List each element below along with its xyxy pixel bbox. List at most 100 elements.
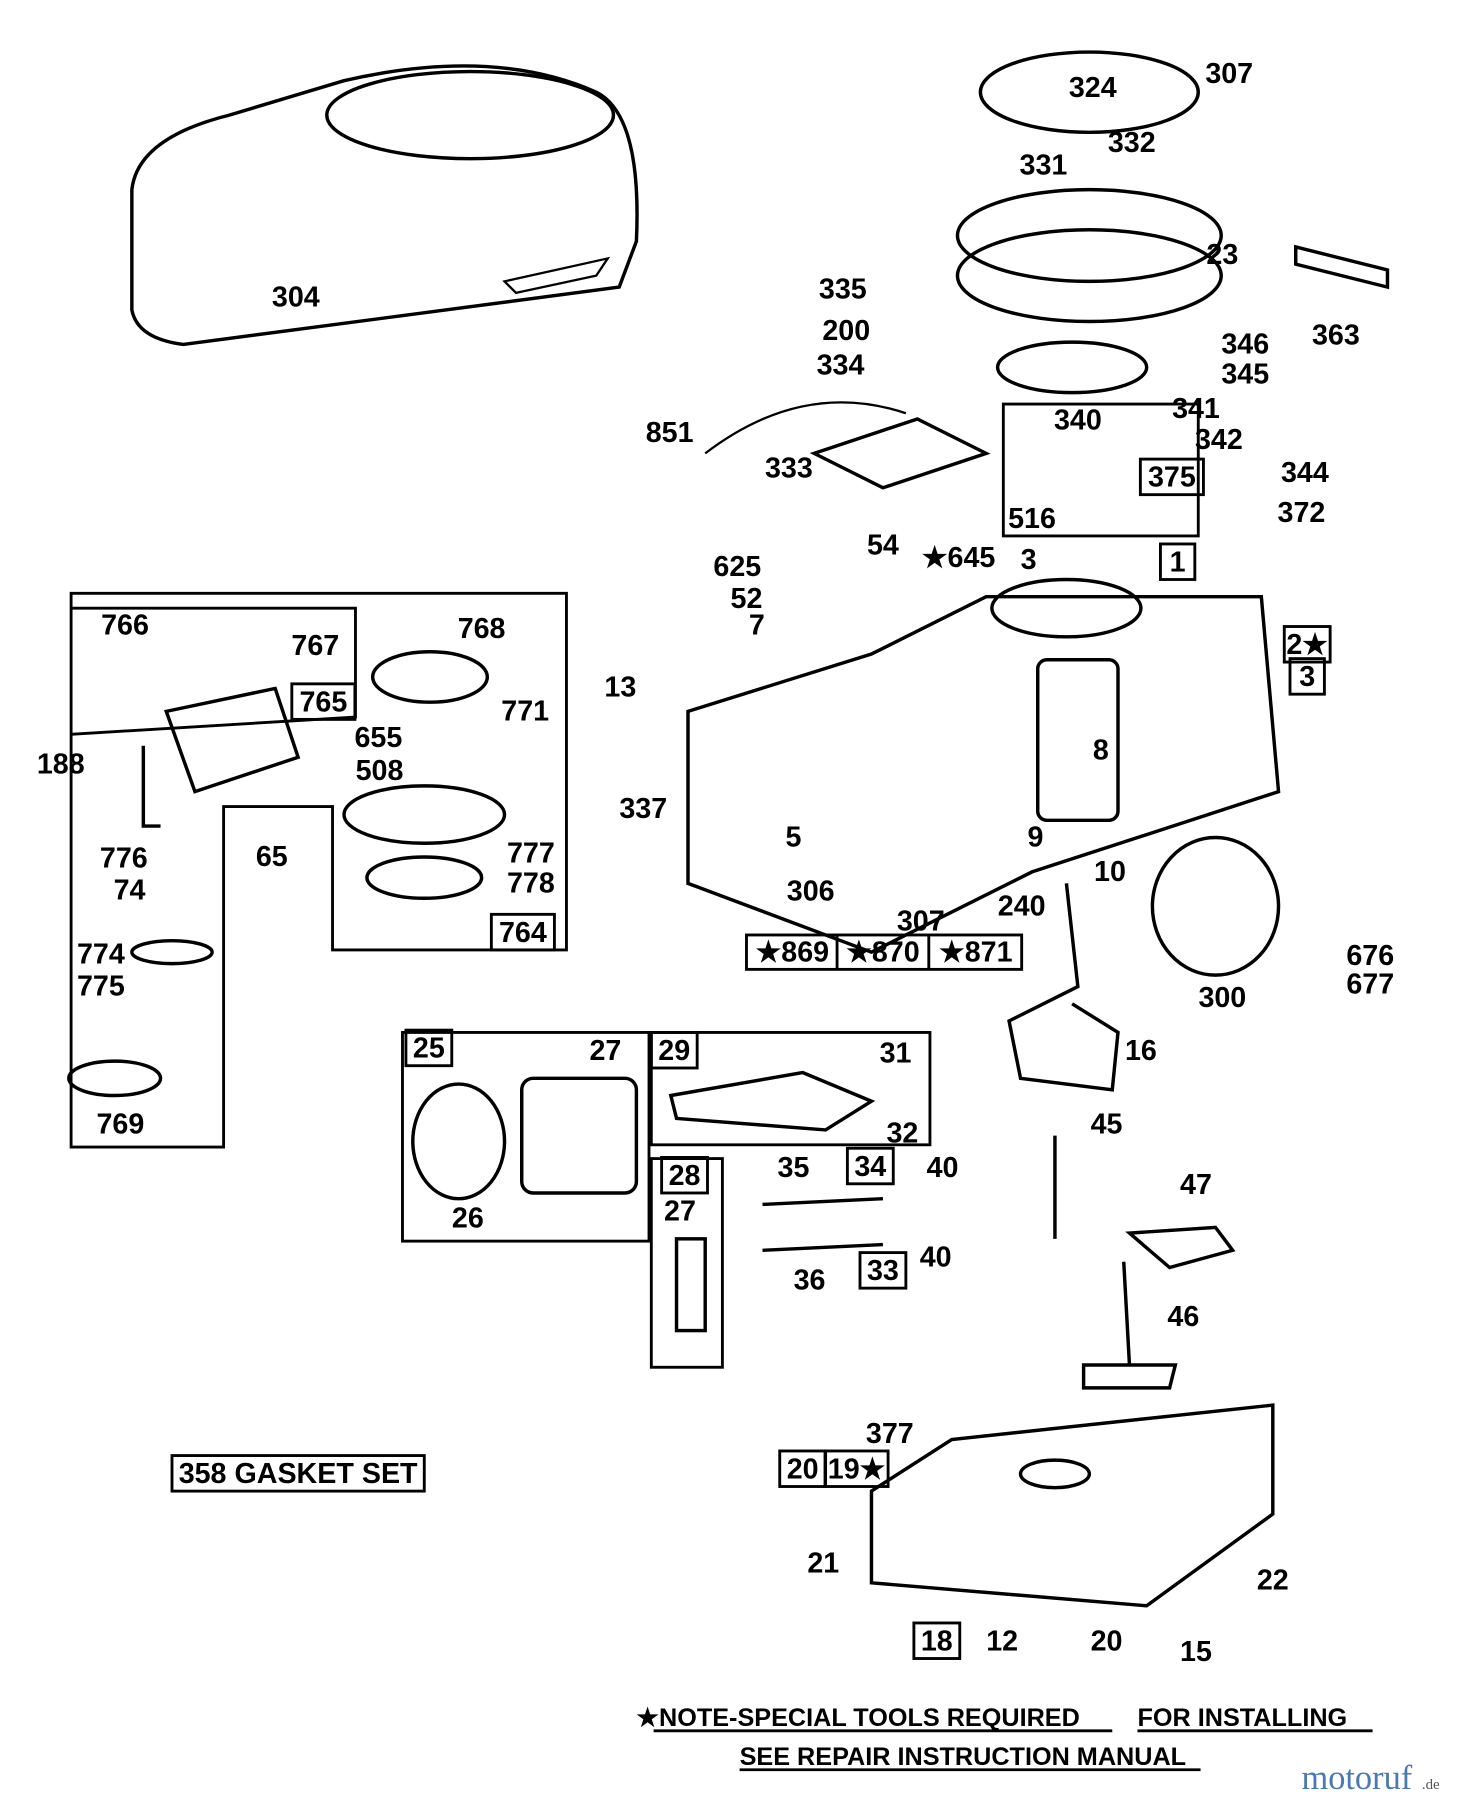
part-label: 307 [897, 905, 945, 937]
part-label: 771 [501, 696, 549, 728]
part-label: 3 [1299, 661, 1315, 693]
frame-rewind-starter [69, 591, 568, 1149]
part-label-box [845, 1146, 895, 1186]
handle-774 [130, 938, 214, 966]
part-label: 342 [1195, 424, 1243, 456]
part-label: 33 [867, 1255, 899, 1287]
part-label: 32 [886, 1118, 918, 1150]
part-label: 377 [866, 1418, 914, 1450]
part-label: 36 [794, 1264, 826, 1296]
watermark-logo: motoruf .de [1301, 1759, 1440, 1797]
frame-piston [401, 1031, 651, 1243]
watermark-suffix: .de [1422, 1777, 1440, 1793]
part-label: 625 [713, 551, 761, 583]
part-label-box [912, 1621, 962, 1660]
rope-769 [67, 1059, 163, 1098]
spark-lead-851 [704, 401, 907, 455]
flywheel-23 [955, 187, 1223, 284]
part-label: 8 [1093, 735, 1109, 767]
part-label: 344 [1281, 457, 1329, 489]
part-label: 764 [499, 917, 547, 949]
camshaft-46 [1081, 1261, 1178, 1390]
part-label: 335 [819, 274, 867, 306]
frame-control [71, 606, 357, 736]
part-label: 516 [1008, 503, 1056, 535]
part-label: 765 [299, 686, 347, 718]
part-label-box [290, 682, 357, 721]
part-label: 16 [1125, 1035, 1157, 1067]
part-label: 363 [1312, 319, 1360, 351]
starter-pulley-768 [370, 650, 490, 704]
part-label: 40 [920, 1241, 952, 1273]
note-line-2: SEE REPAIR INSTRUCTION MANUAL [740, 1743, 1186, 1771]
part-label: 7 [749, 610, 765, 642]
note: ★NOTE-SPECIAL TOOLS REQUIRED FOR INSTALL… [636, 1704, 1373, 1772]
part-label: 18 [921, 1625, 953, 1657]
part-label: 306 [787, 876, 835, 908]
part-label: 21 [807, 1548, 839, 1580]
sump-bore [1018, 1458, 1092, 1490]
frame-gasket-boxes [745, 933, 1024, 971]
part-label-box [404, 1028, 454, 1068]
part-label: 778 [507, 868, 555, 900]
part-label: 324 [1069, 72, 1117, 104]
part-label: 15 [1180, 1636, 1212, 1668]
part-label: 345 [1221, 358, 1269, 390]
note-line-1a: ★NOTE-SPECIAL TOOLS REQUIRED [636, 1704, 1079, 1732]
blower-vent [502, 256, 611, 295]
piston-26 [520, 1076, 639, 1195]
governor-lever [141, 745, 161, 828]
part-label-box [1288, 657, 1326, 696]
part-label: 29 [658, 1035, 690, 1067]
part-label: 3 [1021, 544, 1037, 576]
part-label: 19★ [828, 1453, 886, 1485]
part-label: 12 [986, 1625, 1018, 1657]
part-label: ★871 [939, 936, 1013, 968]
part-label-box [823, 1449, 890, 1488]
part-label: 340 [1054, 404, 1102, 436]
part-label: 677 [1346, 968, 1394, 1000]
part-label-box [1282, 625, 1332, 664]
part-label: 23 [1206, 239, 1238, 271]
blower-opening [325, 69, 616, 161]
note-line-1b: FOR INSTALLING [1137, 1704, 1347, 1732]
part-label: 332 [1108, 127, 1156, 159]
crankcase-boss [990, 577, 1143, 639]
part-label-box [170, 1454, 426, 1493]
part-label: 304 [272, 282, 320, 314]
part-label-box [489, 912, 556, 952]
part-label: 25 [413, 1033, 445, 1065]
starter-cup-345 [995, 340, 1149, 395]
part-label: 31 [880, 1037, 912, 1069]
screen-324 [978, 50, 1200, 135]
part-label: 774 [77, 939, 125, 971]
part-label: 27 [664, 1195, 696, 1227]
frame-conrod [649, 1031, 932, 1147]
starter-spring-777 [342, 784, 507, 845]
part-label: 35 [778, 1152, 810, 1184]
part-label: 65 [256, 841, 288, 873]
part-label: 188 [37, 748, 85, 780]
frame-ignition [1001, 402, 1200, 538]
flywheel-rim [955, 228, 1223, 324]
part-label: 9 [1027, 822, 1043, 854]
part-label-box [660, 1155, 709, 1195]
part-label: 20 [787, 1453, 819, 1485]
part-label: 358 GASKET SET [179, 1458, 418, 1490]
part-label: ★869 [756, 936, 830, 968]
part-label: 5 [786, 822, 802, 854]
part-label: 28 [669, 1160, 701, 1192]
part-label: 334 [817, 349, 865, 381]
control-bracket-765 [163, 686, 301, 794]
bracket-363 [1294, 244, 1390, 290]
part-label: 655 [354, 722, 402, 754]
piston-rings [411, 1082, 507, 1201]
part-label: 776 [100, 842, 148, 874]
blower-housing-304 [130, 64, 639, 347]
part-label: 331 [1020, 150, 1068, 182]
part-label: 74 [114, 874, 146, 906]
part-label: 20 [1091, 1625, 1123, 1657]
part-label: 34 [854, 1151, 886, 1183]
